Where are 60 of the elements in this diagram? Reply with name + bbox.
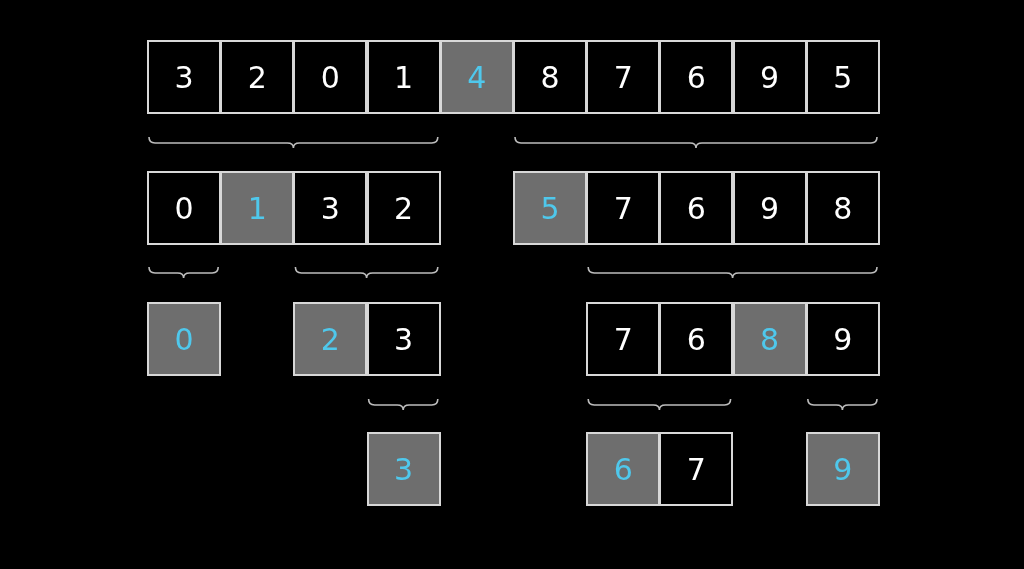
- cell-value: 0: [320, 59, 340, 95]
- pivot-cell: [366, 432, 441, 506]
- cell-value: 7: [686, 451, 706, 487]
- pivot-cell: [147, 302, 221, 376]
- cell-value: 5: [833, 59, 853, 95]
- cell-value: 3: [394, 451, 414, 487]
- array-cell: [732, 171, 807, 245]
- pivot-cell: [805, 432, 880, 506]
- cell-value: 6: [686, 190, 706, 226]
- pivot-cell: [732, 302, 807, 376]
- cell-value: 6: [686, 321, 706, 357]
- pivot-cell: [513, 171, 587, 245]
- cell-value: 7: [613, 321, 633, 357]
- array-cell: [586, 40, 661, 114]
- pivot-cell: [293, 302, 368, 376]
- cell-value: 9: [833, 451, 853, 487]
- cell-value: 8: [760, 321, 780, 357]
- cell-value: 6: [686, 59, 706, 95]
- cell-value: 9: [833, 321, 853, 357]
- cell-value: 9: [760, 59, 780, 95]
- cell-value: 6: [613, 451, 633, 487]
- cell-value: 3: [320, 190, 340, 226]
- pivot-cell: [220, 171, 295, 245]
- cell-value: 5: [540, 190, 560, 226]
- cell-value: 3: [174, 59, 194, 95]
- cell-value: 2: [247, 59, 267, 95]
- array-cell: [659, 432, 734, 506]
- array-cell: [732, 40, 807, 114]
- cell-value: 1: [394, 59, 414, 95]
- cell-value: 2: [394, 190, 414, 226]
- pivot-cell: [439, 40, 514, 114]
- array-cell: [366, 40, 441, 114]
- array-cell: [659, 171, 734, 245]
- cell-value: 7: [613, 190, 633, 226]
- array-cell: [366, 302, 441, 376]
- cell-value: 8: [540, 59, 560, 95]
- cell-value: 0: [174, 321, 194, 357]
- array-cell: [805, 302, 880, 376]
- array-cell: [805, 171, 880, 245]
- array-cell: [147, 171, 221, 245]
- array-cell: [220, 40, 295, 114]
- array-cell: [293, 40, 368, 114]
- cell-value: 4: [467, 59, 487, 95]
- cell-value: 2: [320, 321, 340, 357]
- cell-value: 7: [613, 59, 633, 95]
- cell-value: 1: [247, 190, 267, 226]
- array-cell: [659, 302, 734, 376]
- array-cell: [293, 171, 368, 245]
- array-cell: [366, 171, 441, 245]
- cell-value: 0: [174, 190, 194, 226]
- cell-value: 8: [833, 190, 853, 226]
- array-cell: [586, 302, 661, 376]
- pivot-cell: [586, 432, 661, 506]
- array-cell: [659, 40, 734, 114]
- cell-value: 9: [760, 190, 780, 226]
- array-cell: [147, 40, 221, 114]
- array-cell: [586, 171, 661, 245]
- array-cell: [805, 40, 880, 114]
- cell-value: 3: [394, 321, 414, 357]
- array-cell: [513, 40, 587, 114]
